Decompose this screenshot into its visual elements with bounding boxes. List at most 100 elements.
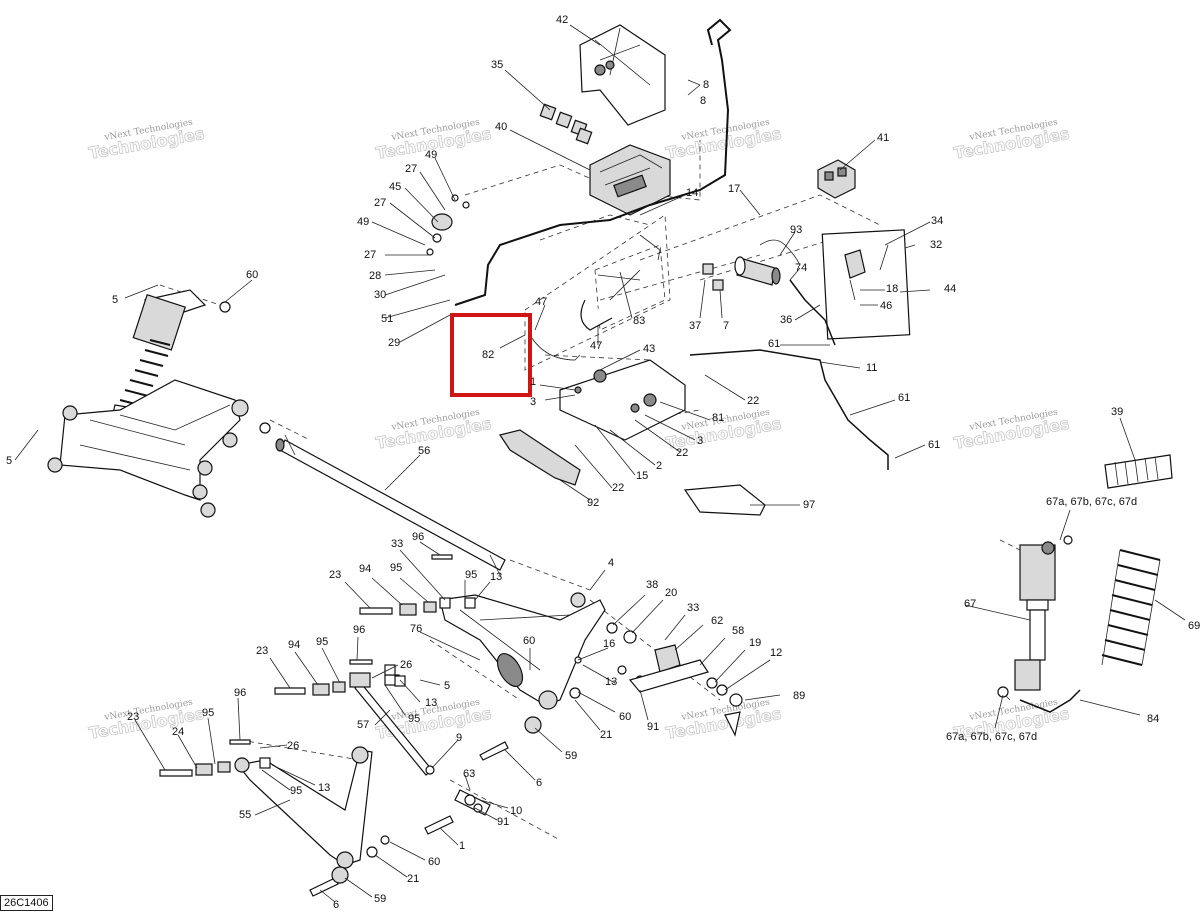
callout-label: 39 (1111, 406, 1123, 418)
plate-92 (499, 429, 581, 486)
callout-label: 29 (388, 337, 400, 349)
callout-label: 16 (603, 638, 615, 650)
callout-label: 20 (665, 587, 677, 599)
leader-lines (14, 24, 1186, 903)
callout-label: 95 (202, 707, 214, 719)
callout-label: 95 (465, 569, 477, 581)
hose-93 (759, 239, 801, 266)
callout-label: 27 (364, 249, 376, 261)
callout-label: 21 (407, 873, 419, 885)
callout-label: 6 (536, 777, 542, 789)
callout-label: 95 (408, 713, 420, 725)
callout-label: 22 (676, 447, 688, 459)
callout-label: 2 (656, 460, 662, 472)
callout-label: 45 (389, 181, 401, 193)
callout-label: 41 (877, 132, 889, 144)
callout-label: 23 (127, 711, 139, 723)
callout-label: 13 (318, 782, 330, 794)
skid-plate-43 (559, 359, 686, 441)
callout-label: 10 (510, 805, 522, 817)
callout-label: 28 (369, 270, 381, 282)
callout-label: 5 (112, 294, 118, 306)
callout-label: 93 (790, 224, 802, 236)
highlight-82[interactable]: 82 (450, 313, 532, 397)
callout-label: 62 (711, 615, 723, 627)
callout-label: 97 (803, 499, 815, 511)
highlight-box[interactable] (450, 313, 532, 397)
callout-label: 32 (930, 239, 942, 251)
callout-label: 60 (428, 856, 440, 868)
callout-label: 7 (723, 320, 729, 332)
callout-label: 33 (391, 538, 403, 550)
callout-label: 13 (425, 697, 437, 709)
callout-label: 49 (425, 149, 437, 161)
callout-label: 24 (172, 726, 184, 738)
link-58 (628, 644, 743, 737)
spring-39 (1104, 454, 1173, 489)
fitting-7 (712, 279, 724, 291)
drive-shaft-56 (275, 434, 506, 576)
callout-label: 1 (459, 840, 465, 852)
callout-label: 8 (703, 79, 709, 91)
callout-label: 22 (612, 482, 624, 494)
line-84 (1019, 689, 1081, 713)
callout-label: 60 (523, 635, 535, 647)
callout-label: 92 (587, 497, 599, 509)
module-40 (589, 144, 671, 216)
callout-label: 81 (712, 412, 724, 424)
callout-label: 96 (353, 624, 365, 636)
hose-83 (580, 299, 613, 331)
callout-label: 23 (256, 645, 268, 657)
callout-label: 49 (357, 216, 369, 228)
callout-label: 95 (316, 636, 328, 648)
callout-label: 60 (246, 269, 258, 281)
callout-label: 23 (329, 569, 341, 581)
callout-label: 35 (491, 59, 503, 71)
callout-label: 26 (287, 740, 299, 752)
callout-label: 74 (795, 262, 807, 274)
callout-label: 27 (374, 197, 386, 209)
plate-97 (683, 484, 766, 516)
callout-label: 5 (444, 680, 450, 692)
callout-label: 36 (780, 314, 792, 326)
callout-label: 13 (605, 676, 617, 688)
callout-label: 11 (866, 362, 877, 374)
callout-label: 95 (390, 562, 402, 574)
callout-label: 59 (565, 750, 577, 762)
callout-label: 3 (697, 435, 703, 447)
callout-label: 55 (239, 809, 251, 821)
callout-label: 47 (590, 340, 602, 352)
callout-label: 61 (928, 439, 940, 451)
callout-label: 57 (357, 719, 369, 731)
callout-label: 63 (463, 768, 475, 780)
callout-label: 13 (490, 571, 502, 583)
callout-label: 60 (619, 711, 631, 723)
bracket-42 (579, 24, 666, 126)
callout-label: 96 (234, 687, 246, 699)
callout-label: 30 (374, 289, 386, 301)
callout-label: 17 (728, 183, 740, 195)
callout-label: 33 (687, 602, 699, 614)
callout-label: 14 (686, 187, 698, 199)
callout-label: 91 (647, 721, 659, 733)
connectors-35 (539, 103, 593, 145)
cylinder-74 (734, 256, 781, 286)
callout-label: 94 (359, 563, 371, 575)
callout-label: 94 (288, 639, 300, 651)
spring-69 (1101, 549, 1161, 666)
shock-67 (997, 535, 1073, 698)
fitting-37 (702, 263, 714, 275)
callout-label: 5 (6, 455, 12, 467)
callout-label: 34 (931, 215, 943, 227)
callout-label: 19 (749, 637, 761, 649)
connector-41 (817, 159, 856, 199)
callout-label: 76 (410, 623, 422, 635)
hose-83b (597, 269, 641, 301)
callout-label: 67a, 67b, 67c, 67d (946, 731, 1037, 743)
callout-label: 47 (535, 296, 547, 308)
part-drawings (47, 18, 1173, 897)
hose-47 (529, 334, 581, 361)
callout-label: 37 (689, 320, 701, 332)
callout-label: 6 (333, 899, 339, 911)
